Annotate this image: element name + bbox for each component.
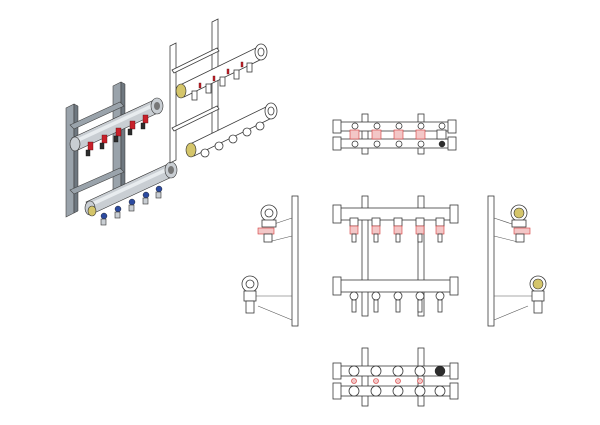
bottom-view-outlets bbox=[348, 365, 446, 397]
top-view bbox=[332, 113, 457, 155]
front-view-rail-left bbox=[361, 195, 369, 317]
iso-shaded-lower-manifold bbox=[84, 161, 178, 226]
side-view-right bbox=[487, 195, 547, 327]
iso-shaded-rail-left bbox=[65, 103, 75, 218]
side-left-rail bbox=[291, 195, 299, 327]
front-view-rail-right bbox=[417, 195, 425, 317]
iso-line-lower-manifold bbox=[185, 102, 278, 158]
side-right-rail bbox=[487, 195, 495, 327]
iso-shaded-view bbox=[65, 81, 178, 226]
front-view bbox=[332, 195, 459, 317]
top-view-outlets bbox=[349, 122, 447, 148]
bottom-view bbox=[332, 347, 459, 407]
front-view-lower-manifold bbox=[332, 276, 459, 313]
iso-line-upper-manifold bbox=[175, 43, 268, 101]
front-view-upper-manifold bbox=[332, 204, 459, 243]
side-view-left bbox=[241, 195, 299, 327]
iso-line-view bbox=[169, 18, 278, 164]
iso-shaded-upper-manifold bbox=[69, 97, 164, 157]
iso-line-rail-left bbox=[169, 42, 177, 164]
